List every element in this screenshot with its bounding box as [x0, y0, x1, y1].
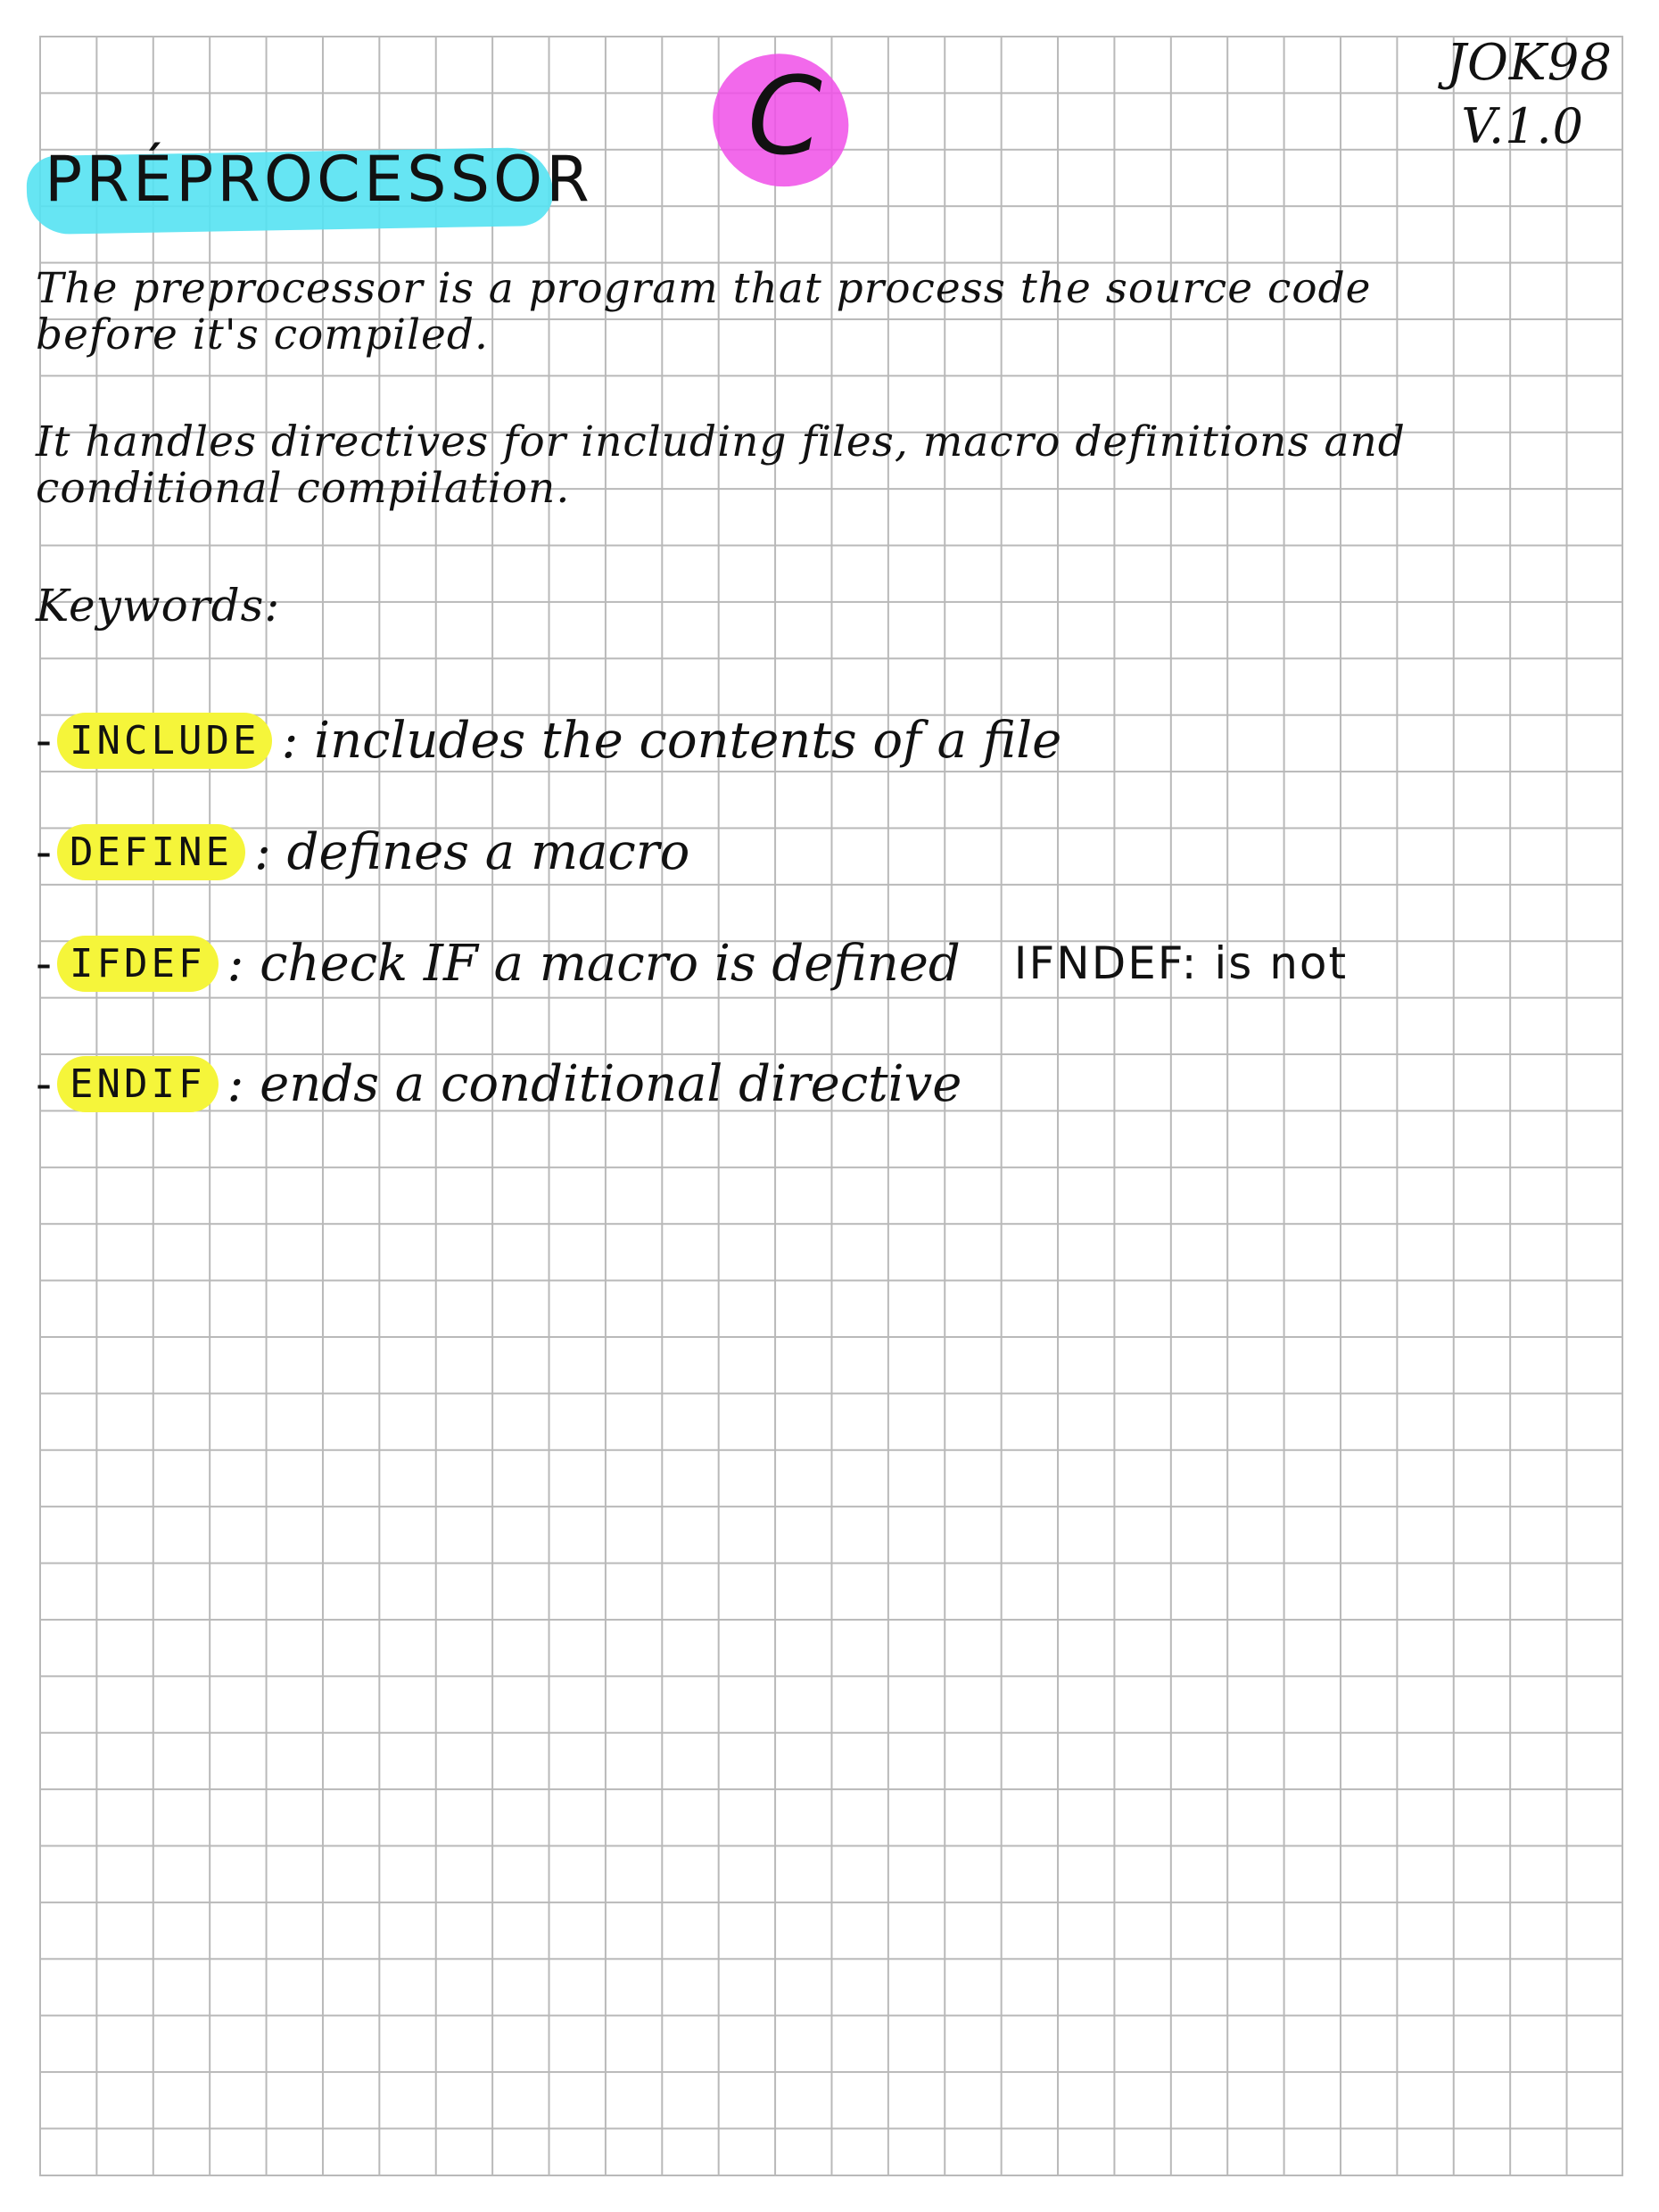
- keyword-item-endif: - ENDIF : ends a conditional directive: [36, 1048, 962, 1119]
- keyword-dash: -: [36, 714, 53, 766]
- keyword-description: : defines a macro: [254, 822, 690, 881]
- page-title: PRÉPROCESSOR: [45, 143, 593, 216]
- keyword-name: DEFINE: [57, 823, 245, 880]
- keyword-name: INCLUDE: [57, 712, 273, 769]
- grid-paper: [39, 36, 1623, 2176]
- version-tag: V.1.0: [1461, 98, 1584, 154]
- keyword-name: IFDEF: [57, 935, 219, 992]
- intro-line-2: before it's compiled.: [36, 310, 489, 359]
- keyword-description: : includes the contents of a file: [281, 711, 1062, 770]
- keywords-heading: Keywords:: [36, 580, 281, 631]
- keyword-description: : ends a conditional directive: [227, 1054, 962, 1113]
- handles-line-2: conditional compilation.: [36, 464, 571, 513]
- intro-line-1: The preprocessor is a program that proce…: [36, 264, 1372, 313]
- keyword-description: : check IF a macro is defined: [227, 934, 961, 993]
- keyword-dash: -: [36, 937, 53, 989]
- author-tag: JOK98: [1446, 34, 1613, 92]
- keyword-note: IFNDEF: is not: [1013, 937, 1349, 989]
- handles-line-1: It handles directives for including file…: [36, 417, 1406, 466]
- keyword-dash: -: [36, 1058, 53, 1110]
- keyword-item-include: - INCLUDE : includes the contents of a f…: [36, 705, 1061, 776]
- keyword-dash: -: [36, 826, 53, 878]
- handles-paragraph: It handles directives for including file…: [36, 419, 1605, 512]
- keyword-item-define: - DEFINE : defines a macro: [36, 816, 689, 887]
- keyword-item-ifdef: - IFDEF : check IF a macro is defined IF…: [36, 928, 1348, 999]
- intro-paragraph: The preprocessor is a program that proce…: [36, 266, 1605, 359]
- language-label: C: [747, 55, 823, 179]
- keyword-name: ENDIF: [57, 1055, 219, 1112]
